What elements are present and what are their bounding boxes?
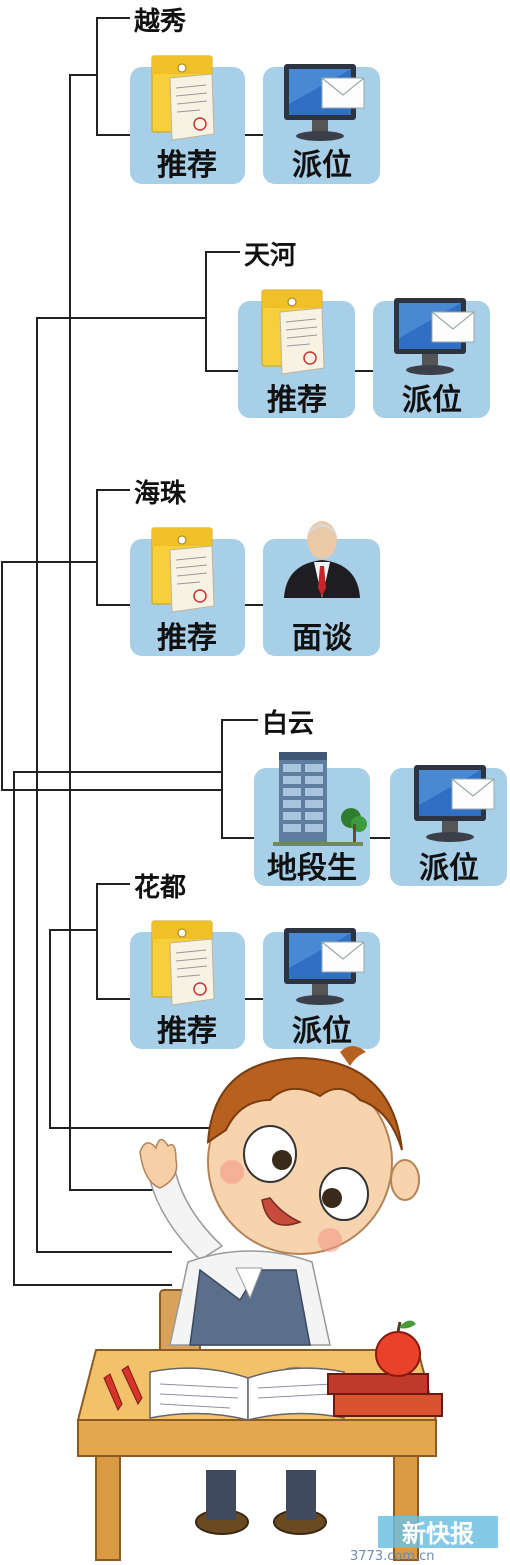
envelope-document-icon: [151, 920, 215, 1006]
watermark-site: 3773.com.cn: [350, 1549, 435, 1564]
step-recommend-box: 推荐: [130, 55, 245, 184]
watermark: 新快报 3773.com.cn: [350, 1516, 498, 1564]
district-name: 天河: [244, 241, 296, 271]
step-label: 派位: [292, 1014, 352, 1049]
district-baiyun: 白云 地段生 派位: [254, 708, 507, 886]
step-label: 地段生: [267, 851, 357, 886]
step-label: 派位: [292, 148, 352, 183]
district-name: 海珠: [134, 479, 187, 509]
step-allocation-box: 派位: [390, 764, 507, 886]
district-name: 花都: [134, 873, 186, 903]
envelope-document-icon: [261, 289, 325, 375]
step-label: 推荐: [157, 621, 217, 656]
step-label: 面谈: [292, 621, 353, 656]
step-recommend-box: 推荐: [130, 527, 245, 656]
district-name: 越秀: [134, 7, 186, 37]
district-huadu: 花都 推荐 派位: [130, 873, 380, 1049]
envelope-document-icon: [151, 527, 215, 613]
step-label: 推荐: [267, 383, 327, 418]
district-name: 白云: [262, 708, 314, 739]
district-tianhe: 天河 推荐 派位: [238, 241, 490, 418]
step-recommend-box: 推荐: [130, 920, 245, 1049]
step-recommend-box: 推荐: [238, 289, 355, 418]
step-label: 推荐: [157, 1014, 217, 1049]
step-label: 派位: [402, 383, 462, 418]
connector-lines: [1, 17, 390, 1286]
step-interview-box: 面谈: [263, 521, 380, 656]
district-yuexiu: 越秀 推荐 派位: [130, 7, 380, 184]
district-haizhu: 海珠 推荐 面谈: [130, 479, 380, 656]
step-label: 推荐: [157, 148, 217, 183]
step-allocation-box: 派位: [373, 297, 490, 418]
step-allocation-box: 派位: [263, 63, 380, 184]
step-allocation-box: 派位: [263, 927, 380, 1049]
step-label: 派位: [419, 851, 479, 886]
watermark-brand: 新快报: [402, 1520, 474, 1548]
envelope-document-icon: [151, 55, 215, 141]
step-local-box: 地段生: [254, 752, 370, 886]
student-illustration: [76, 1046, 443, 1561]
